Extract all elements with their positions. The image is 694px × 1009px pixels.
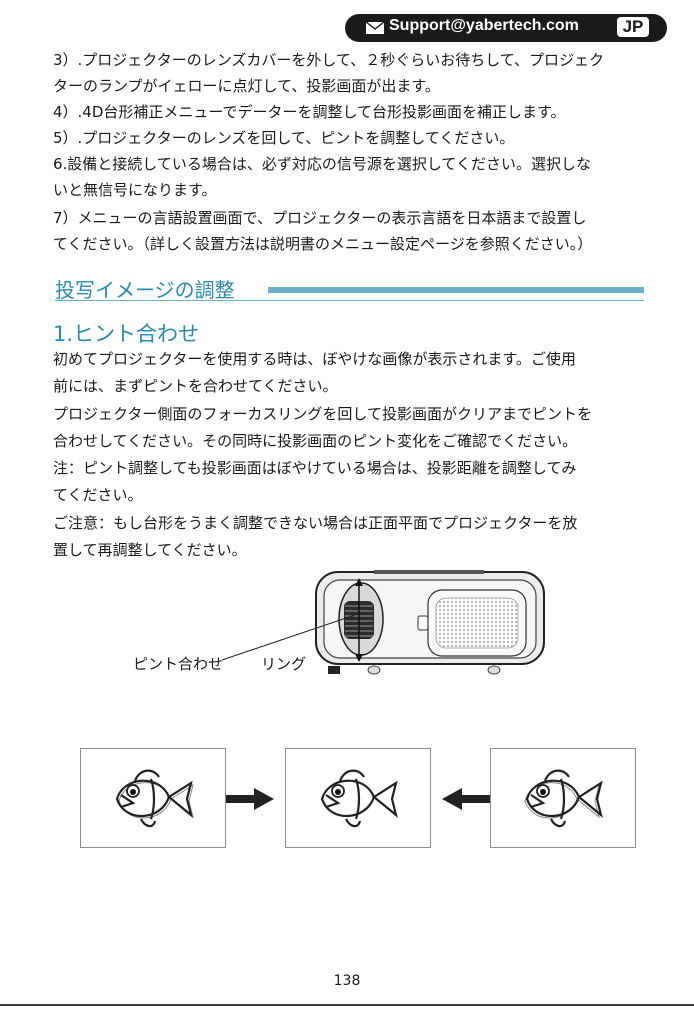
section-divider	[55, 300, 644, 301]
paragraph-line: 3）.プロジェクターのレンズカバーを外して、２秒ぐらいお待ちして、プロジェク	[53, 51, 605, 69]
section-title-bar	[268, 287, 644, 293]
blurry-image-box	[490, 748, 636, 848]
paragraph-line: 初めてプロジェクターを使用する時は、ぼやけな画像が表示されます。ご使用	[53, 350, 576, 368]
paragraph-line: 置して再調整してください。	[53, 541, 247, 559]
support-email[interactable]: Support@yabertech.com	[389, 17, 579, 34]
paragraph-line: 7）メニューの言語設置画面で、プロジェクターの表示言語を日本語まで設置し	[53, 209, 587, 227]
section-title: 投写イメージの調整	[55, 278, 235, 302]
envelope-icon	[365, 21, 385, 35]
fish-icon	[115, 769, 194, 828]
paragraph-line: 前には、まずピントを合わせてください。	[53, 377, 338, 395]
paragraph-line: 注：ピント調整しても投影画面はぼやけている場合は、投影距離を調整してみ	[53, 459, 577, 477]
paragraph-line: てください。	[53, 486, 143, 504]
paragraph-line: てください。（詳しく設置方法は説明書のメニュー設定ページを参照ください。）	[53, 235, 593, 253]
fish-icon	[524, 769, 603, 828]
focus-label: ピント合わせ	[133, 655, 224, 673]
paragraph-line: プロジェクター側面のフォーカスリングを回して投影画面がクリアまでピントを	[53, 405, 592, 423]
paragraph-line: 5）.プロジェクターのレンズを回して、ピントを調整してください。	[53, 129, 515, 147]
arrow-right-icon	[226, 788, 274, 810]
language-badge: JP	[615, 15, 651, 39]
support-header: Support@yabertech.com JP	[345, 14, 667, 42]
subsection-title: 1.ヒント合わせ	[53, 322, 200, 346]
paragraph-line: いと無信号になります。	[53, 181, 217, 199]
projector-illustration	[315, 570, 545, 675]
paragraph-line: 4）.4D台形補正メニューでデーターを調整して台形投影画面を補正します。	[53, 103, 566, 121]
fish-icon	[320, 769, 398, 828]
paragraph-line: ご注意：もし台形をうまく調整できない場合は正面平面でプロジェクターを放	[53, 514, 578, 532]
ring-label: リング	[261, 655, 307, 673]
paragraph-line: 合わせしてください。その同時に投影画面のピント変化をご確認でください。	[53, 432, 578, 450]
paragraph-line: 6.設備と接続している場合は、必ず対応の信号源を選択してください。選択しな	[53, 155, 591, 173]
callout-line	[221, 613, 359, 661]
focused-image-box	[285, 748, 431, 848]
paragraph-line: ターのランプがイェローに点灯して、投影画面が出ます。	[53, 77, 440, 95]
page-number: 138	[333, 973, 361, 989]
blurry-image-box	[80, 748, 226, 848]
bottom-divider	[0, 1004, 694, 1006]
arrow-left-icon	[442, 788, 490, 810]
